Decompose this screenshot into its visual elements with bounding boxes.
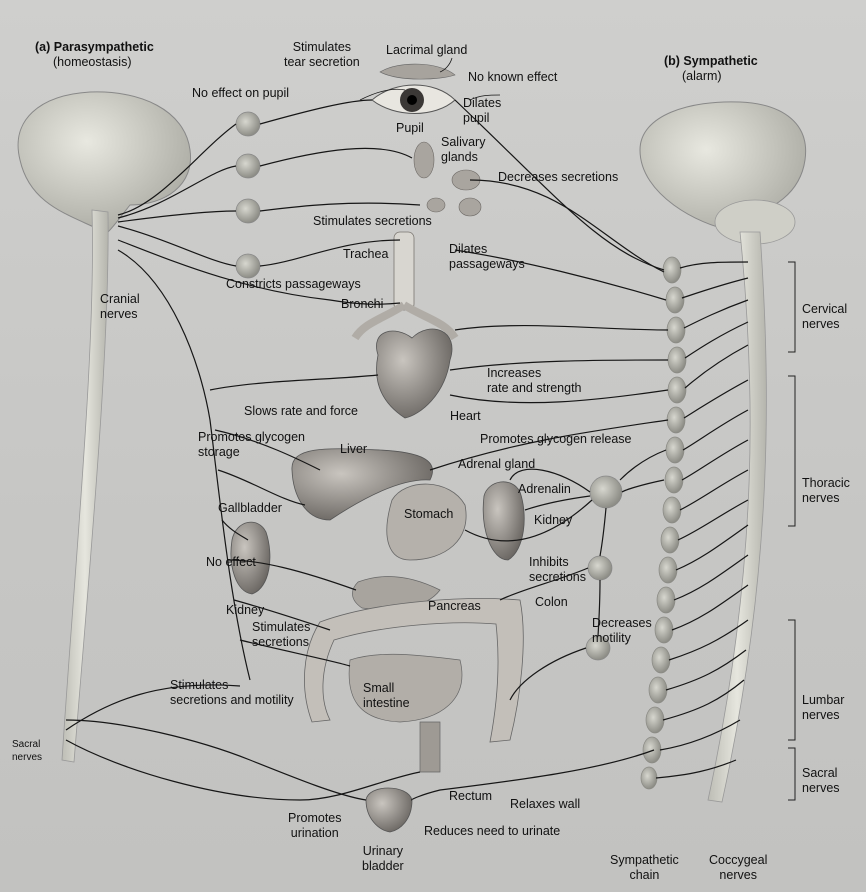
- label-decreases-secretions: Decreases secretions: [498, 170, 618, 185]
- sympathetic-heading: (b) Sympathetic (alarm): [664, 54, 758, 84]
- heart: [376, 329, 452, 418]
- parasympathetic-title: (a) Parasympathetic: [35, 40, 154, 54]
- right-brain: [640, 102, 806, 244]
- label-slows-rate: Slows rate and force: [244, 404, 358, 419]
- label-relaxes-wall: Relaxes wall: [510, 797, 580, 812]
- label-liver: Liver: [340, 442, 367, 457]
- eye: [372, 64, 455, 113]
- right-nerve-brackets: [788, 262, 795, 800]
- colon-intestine: [304, 599, 523, 772]
- sympathetic-subtitle: (alarm): [664, 69, 722, 83]
- label-adrenalin: Adrenalin: [518, 482, 571, 497]
- label-adrenal-gland: Adrenal gland: [458, 457, 535, 472]
- label-pupil: Pupil: [396, 121, 424, 136]
- right-spinal-cord: [708, 232, 766, 802]
- label-heart: Heart: [450, 409, 481, 424]
- label-kidney-right: Kidney: [534, 513, 572, 528]
- label-reduces-need: Reduces need to urinate: [424, 824, 560, 839]
- sympathetic-chain: [641, 257, 686, 789]
- urinary-bladder: [366, 788, 412, 832]
- label-constricts-passageways: Constricts passageways: [226, 277, 361, 292]
- label-gallbladder: Gallbladder: [218, 501, 282, 516]
- label-promotes-glycogen-release: Promotes glycogen release: [480, 432, 631, 447]
- label-trachea: Trachea: [343, 247, 388, 262]
- label-bronchi: Bronchi: [341, 297, 383, 312]
- stomach: [387, 484, 466, 560]
- label-kidney-left: Kidney: [226, 603, 264, 618]
- parasympathetic-subtitle: (homeostasis): [35, 55, 132, 69]
- label-pancreas: Pancreas: [428, 599, 481, 614]
- label-rectum: Rectum: [449, 789, 492, 804]
- sympathetic-title: (b) Sympathetic: [664, 54, 758, 68]
- label-lacrimal-gland: Lacrimal gland: [386, 43, 467, 58]
- label-stimulates-secretions: Stimulates secretions: [313, 214, 432, 229]
- label-no-effect-pupil: No effect on pupil: [192, 86, 289, 101]
- label-colon: Colon: [535, 595, 568, 610]
- label-no-effect: No effect: [206, 555, 256, 570]
- parasympathetic-ganglia: [236, 112, 260, 278]
- parasympathetic-heading: (a) Parasympathetic (homeostasis): [35, 40, 154, 70]
- label-stomach: Stomach: [404, 507, 453, 522]
- label-no-known-effect: No known effect: [468, 70, 557, 85]
